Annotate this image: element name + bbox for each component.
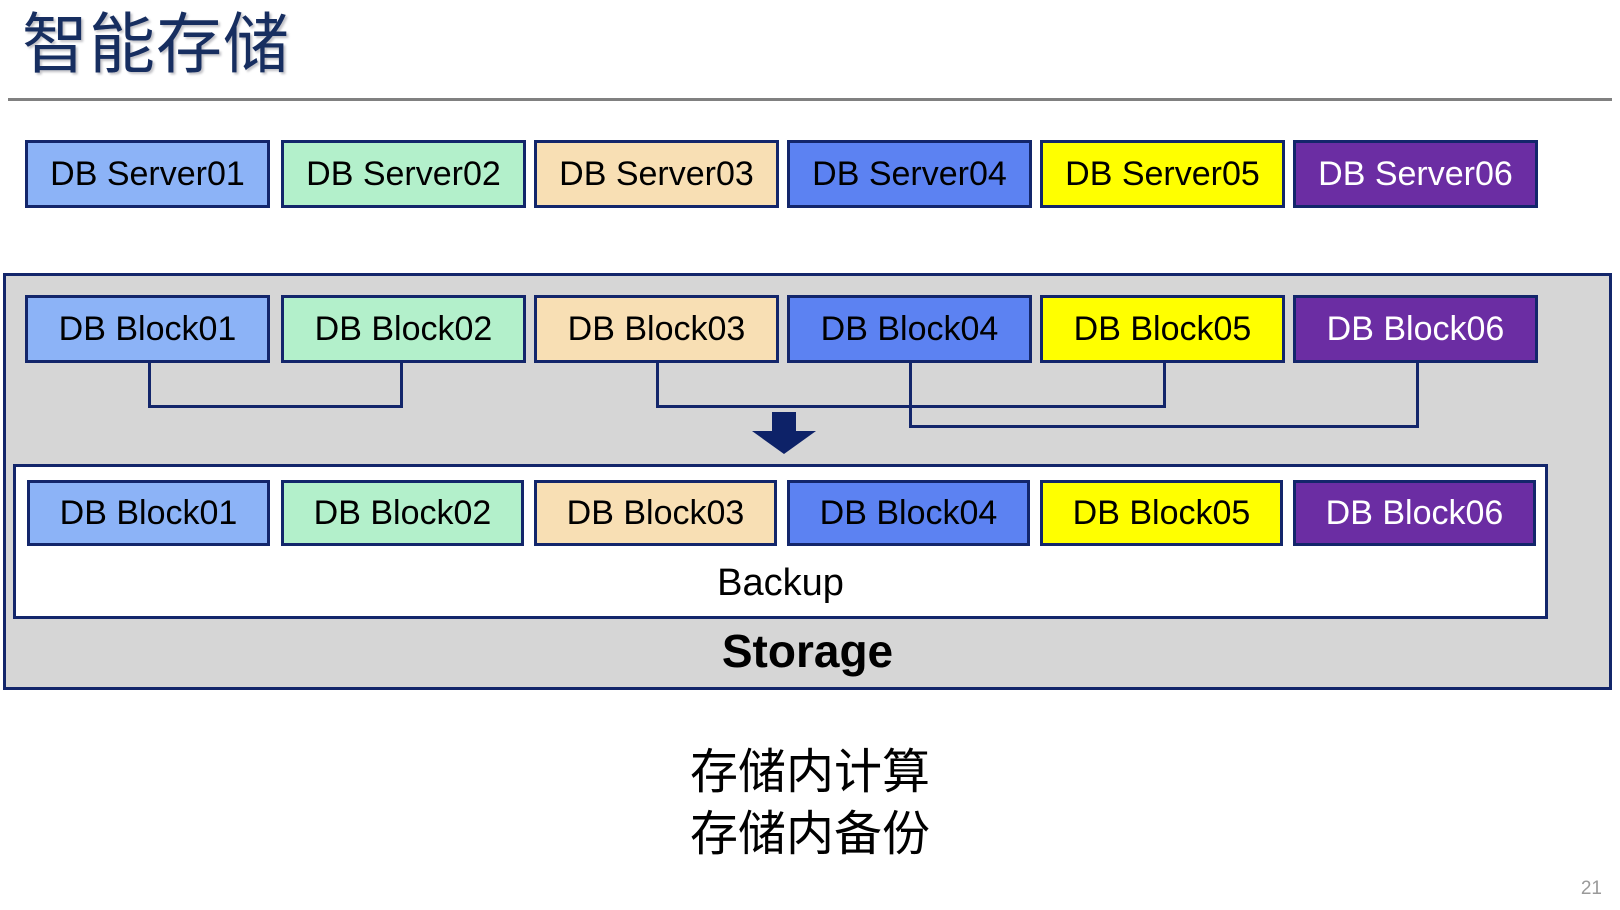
- db-block-live-6[interactable]: DB Block06: [1293, 295, 1538, 363]
- db-block-backup-2[interactable]: DB Block02: [281, 480, 524, 546]
- connector-block01-block02-right-leg: [400, 363, 403, 405]
- db-block-backup-4[interactable]: DB Block04: [787, 480, 1030, 546]
- backup-label: Backup: [717, 562, 844, 604]
- db-server-1[interactable]: DB Server01: [25, 140, 270, 208]
- connector-block04-block06-left-leg: [909, 363, 912, 425]
- db-server-label: DB Server01: [50, 155, 245, 193]
- db-block-live-4[interactable]: DB Block04: [787, 295, 1032, 363]
- db-block-live-5[interactable]: DB Block05: [1040, 295, 1285, 363]
- connector-block04-block06-right-leg: [1416, 363, 1419, 425]
- db-server-4[interactable]: DB Server04: [787, 140, 1032, 208]
- caption-in-storage-backup: 存储内备份: [689, 808, 930, 861]
- db-block-backup-5[interactable]: DB Block05: [1040, 480, 1283, 546]
- db-server-3[interactable]: DB Server03: [534, 140, 779, 208]
- connector-block04-block06-bridge: [909, 425, 1419, 428]
- db-block-live-label: DB Block01: [58, 310, 237, 348]
- db-block-live-label: DB Block05: [1073, 310, 1252, 348]
- db-block-backup-label: DB Block01: [59, 494, 238, 532]
- db-server-5[interactable]: DB Server05: [1040, 140, 1285, 208]
- db-block-live-label: DB Block03: [567, 310, 746, 348]
- connector-block03-block05-right-leg: [1163, 363, 1166, 405]
- connector-block03-block05-left-leg: [656, 363, 659, 405]
- db-server-6[interactable]: DB Server06: [1293, 140, 1538, 208]
- db-server-label: DB Server05: [1065, 155, 1260, 193]
- db-block-backup-1[interactable]: DB Block01: [27, 480, 270, 546]
- storage-label: Storage: [721, 625, 894, 677]
- db-server-label: DB Server06: [1318, 155, 1513, 193]
- connector-block01-block02-bridge: [148, 405, 403, 408]
- down-arrow-icon: [752, 412, 816, 454]
- db-block-backup-label: DB Block06: [1325, 494, 1504, 532]
- db-block-backup-label: DB Block03: [566, 494, 745, 532]
- title-divider: [8, 98, 1612, 101]
- db-server-2[interactable]: DB Server02: [281, 140, 526, 208]
- db-server-label: DB Server02: [306, 155, 501, 193]
- db-block-backup-6[interactable]: DB Block06: [1293, 480, 1536, 546]
- db-block-backup-3[interactable]: DB Block03: [534, 480, 777, 546]
- db-block-backup-label: DB Block04: [819, 494, 998, 532]
- caption-in-storage-compute: 存储内计算: [689, 746, 930, 799]
- db-server-label: DB Server04: [812, 155, 1007, 193]
- db-block-live-3[interactable]: DB Block03: [534, 295, 779, 363]
- db-block-live-label: DB Block04: [820, 310, 999, 348]
- db-block-live-1[interactable]: DB Block01: [25, 295, 270, 363]
- db-block-backup-label: DB Block02: [313, 494, 492, 532]
- db-block-backup-label: DB Block05: [1072, 494, 1251, 532]
- page-title: 智能存储: [22, 7, 290, 81]
- page-number: 21: [1580, 878, 1602, 899]
- db-block-live-label: DB Block06: [1326, 310, 1505, 348]
- db-block-live-label: DB Block02: [314, 310, 493, 348]
- db-block-live-2[interactable]: DB Block02: [281, 295, 526, 363]
- db-server-label: DB Server03: [559, 155, 754, 193]
- connector-block01-block02-left-leg: [148, 363, 151, 405]
